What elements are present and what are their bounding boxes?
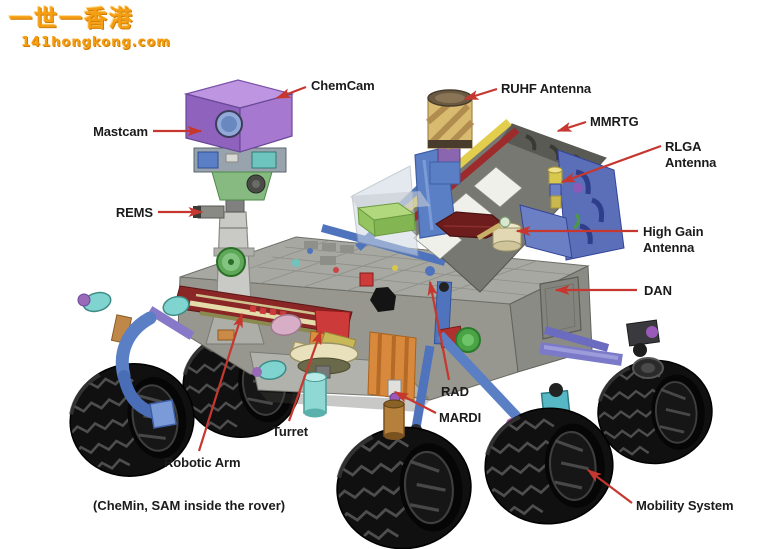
label-mmrtg: MMRTG <box>590 114 639 129</box>
rlga-antenna-mast <box>547 166 583 230</box>
front-left-steering-fork <box>115 311 177 429</box>
high-gain-antenna-dish <box>434 211 522 252</box>
diagram-note: (CheMin, SAM inside the rover) <box>93 498 286 513</box>
label-high-gain-antenna: High Gain Antenna <box>643 224 704 255</box>
label-ruhf-antenna: RUHF Antenna <box>501 81 592 96</box>
label-rad: RAD <box>441 384 469 399</box>
label-mobility-system: Mobility System <box>636 498 734 513</box>
watermark: 一世一香港 141hongkong.com <box>9 6 171 50</box>
label-mardi: MARDI <box>439 410 482 425</box>
label-rlga-antenna: RLGA Antenna <box>665 139 717 170</box>
label-turret: Turret <box>272 424 308 439</box>
label-dan: DAN <box>644 283 672 298</box>
label-mastcam: Mastcam <box>93 124 148 139</box>
label-robotic-arm: Robotic Arm <box>164 455 241 470</box>
watermark-site-url: 141hongkong.com <box>21 35 171 50</box>
sample-box <box>356 202 416 238</box>
label-rems: REMS <box>115 205 153 220</box>
wheel-far-right <box>593 357 716 468</box>
watermark-line1: 一世一香港 <box>9 6 134 32</box>
label-chemcam: ChemCam <box>311 78 375 93</box>
chemcam-box <box>183 79 295 153</box>
rear-deck-items <box>350 166 583 312</box>
mastcam-housing <box>193 147 287 201</box>
